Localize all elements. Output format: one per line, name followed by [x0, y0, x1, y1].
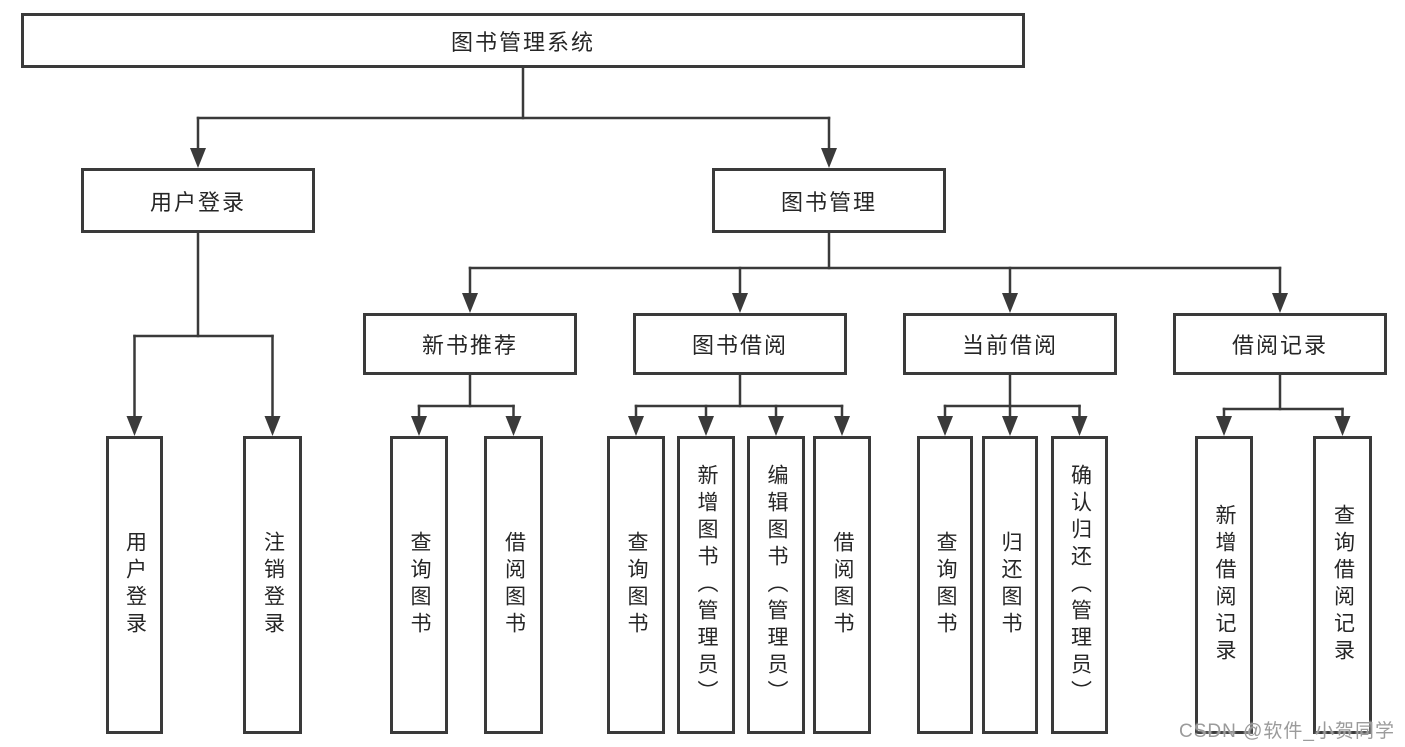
- node-br-query: 查询借阅记录: [1313, 436, 1372, 734]
- node-label-bb-query: 查询图书: [625, 531, 648, 639]
- node-bb-query: 查询图书: [607, 436, 665, 734]
- node-book-mgmt: 图书管理: [712, 168, 946, 233]
- node-label-root: 图书管理系统: [450, 29, 595, 55]
- node-label-cb-confirm: 确认归还（管理员）: [1068, 463, 1092, 707]
- node-user-login: 用户登录: [81, 168, 315, 233]
- node-label-user-login: 用户登录: [149, 189, 246, 215]
- node-label-borrow-record: 借阅记录: [1231, 333, 1328, 358]
- node-current-borrow: 当前借阅: [903, 313, 1117, 375]
- node-label-cb-return: 归还图书: [999, 531, 1022, 639]
- node-label-leaf-user-login: 用户登录: [123, 531, 147, 639]
- node-br-add: 新增借阅记录: [1195, 436, 1253, 734]
- node-book-borrow: 图书借阅: [633, 313, 847, 375]
- node-leaf-logout: 注销登录: [243, 436, 302, 734]
- node-bb-borrow: 借阅图书: [813, 436, 871, 734]
- node-label-bb-edit: 编辑图书（管理员）: [765, 463, 788, 707]
- node-label-book-mgmt: 图书管理: [780, 189, 877, 215]
- node-leaf-user-login: 用户登录: [106, 436, 163, 734]
- node-cb-return: 归还图书: [982, 436, 1038, 734]
- node-label-current-borrow: 当前借阅: [961, 333, 1058, 358]
- node-borrow-record: 借阅记录: [1173, 313, 1387, 375]
- node-root: 图书管理系统: [21, 13, 1025, 68]
- node-label-bb-add: 新增图书（管理员）: [695, 463, 718, 707]
- node-label-leaf-logout: 注销登录: [261, 531, 285, 639]
- node-cb-query: 查询图书: [917, 436, 973, 734]
- node-label-book-borrow: 图书借阅: [691, 333, 788, 358]
- node-label-nbr-query: 查询图书: [408, 531, 431, 639]
- node-bb-edit: 编辑图书（管理员）: [747, 436, 805, 734]
- node-bb-add: 新增图书（管理员）: [677, 436, 735, 734]
- node-new-book-rec: 新书推荐: [363, 313, 577, 375]
- node-label-bb-borrow: 借阅图书: [831, 531, 854, 639]
- node-label-nbr-borrow: 借阅图书: [502, 531, 526, 639]
- node-label-br-query: 查询借阅记录: [1331, 504, 1355, 666]
- node-label-new-book-rec: 新书推荐: [421, 333, 518, 358]
- node-label-br-add: 新增借阅记录: [1213, 504, 1236, 666]
- node-nbr-query: 查询图书: [390, 436, 448, 734]
- node-nbr-borrow: 借阅图书: [484, 436, 543, 734]
- node-label-cb-query: 查询图书: [934, 531, 957, 639]
- node-cb-confirm: 确认归还（管理员）: [1051, 436, 1108, 734]
